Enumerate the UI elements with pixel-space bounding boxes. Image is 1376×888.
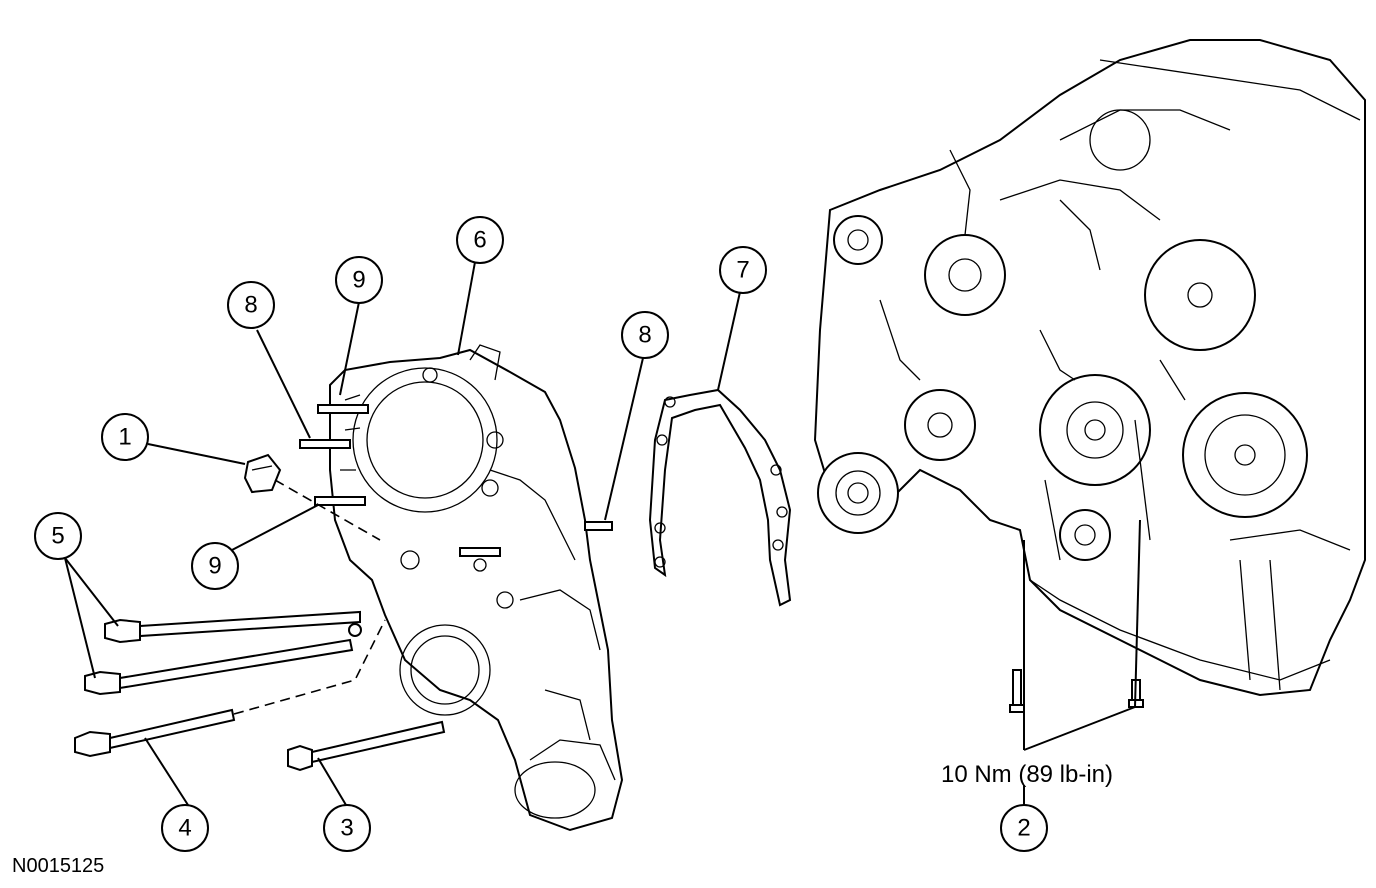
callout-6-label: 6 (473, 227, 486, 254)
sensor-path-dashed (274, 479, 381, 541)
callout-8-right-label: 8 (638, 322, 651, 349)
callout-5-label: 5 (51, 523, 64, 550)
callout-2: 2 (1000, 804, 1048, 852)
stud-bolts (299, 404, 613, 557)
bolt-path-dashed (233, 619, 386, 715)
callout-5: 5 (34, 512, 82, 560)
callout-3: 3 (323, 804, 371, 852)
callout-9-bottom: 9 (191, 542, 239, 590)
figure-id: N0015125 (12, 855, 104, 877)
sensor-part (243, 453, 282, 494)
callout-7: 7 (719, 246, 767, 294)
bolts (74, 610, 446, 772)
callout-3-label: 3 (340, 815, 353, 842)
callout-1: 1 (101, 413, 149, 461)
front-cover (329, 344, 624, 832)
callout-9-top: 9 (335, 256, 383, 304)
oil-pan-bolts (1009, 669, 1144, 713)
callout-4-label: 4 (178, 815, 191, 842)
callout-8-left-label: 8 (244, 292, 257, 319)
callout-7-label: 7 (736, 257, 749, 284)
callout-1-label: 1 (118, 424, 131, 451)
engine-block (813, 39, 1366, 697)
front-cover-gasket (648, 388, 792, 607)
leader-lines (64, 261, 1141, 806)
callout-4: 4 (161, 804, 209, 852)
callout-9-bottom-label: 9 (208, 553, 221, 580)
callout-2-label: 2 (1017, 815, 1030, 842)
callout-9-top-label: 9 (352, 267, 365, 294)
torque-spec: 10 Nm (89 lb-in) (941, 761, 1113, 788)
callout-8-left: 8 (227, 281, 275, 329)
callout-8-right: 8 (621, 311, 669, 359)
callout-6: 6 (456, 216, 504, 264)
